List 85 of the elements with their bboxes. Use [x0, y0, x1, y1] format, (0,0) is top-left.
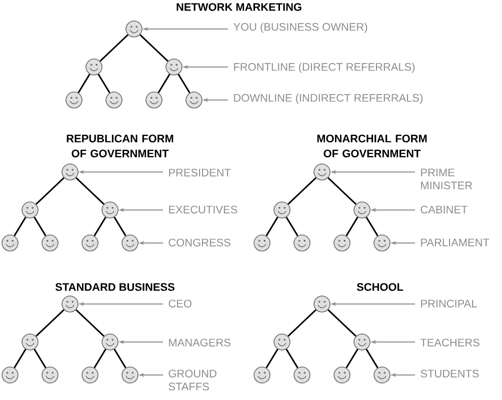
smiley-face [66, 92, 82, 108]
smiley-face [86, 58, 102, 76]
smiley-face [122, 234, 138, 252]
smiley-face [62, 164, 78, 180]
smiley-face [22, 202, 38, 218]
smiley-face [42, 234, 58, 252]
tree-line [76, 309, 104, 337]
smiley-face [374, 366, 390, 384]
level-label: STUDENTS [420, 370, 479, 378]
tree-line [34, 348, 46, 368]
tree-line [100, 34, 128, 62]
tree-line [266, 216, 278, 236]
smiley-face [314, 164, 330, 180]
tree-line [114, 348, 126, 368]
level-label: FRONTLINE (DIRECT REFERRALS) [234, 62, 415, 73]
smiley-face [186, 92, 202, 108]
heading: SCHOOL [356, 283, 404, 291]
tree-line [346, 348, 358, 368]
smiley-face [42, 366, 58, 384]
smiley-face [334, 366, 350, 384]
tree-line [266, 348, 278, 368]
tree-line [36, 177, 64, 205]
level-label: GROUND STAFFS [168, 370, 216, 390]
tree-line [366, 216, 378, 236]
tree-line [14, 216, 26, 236]
smiley-face [334, 234, 350, 252]
smiley-face [254, 234, 270, 252]
smiley-face [106, 92, 122, 108]
smiley-face [2, 234, 18, 252]
tree-line [346, 216, 358, 236]
tree-line [328, 177, 356, 205]
tree-line [158, 74, 170, 94]
smiley-face [82, 234, 98, 252]
smiley-face [82, 366, 98, 384]
smiley-face [294, 366, 310, 384]
level-label: PARLIAMENT [421, 238, 490, 246]
tree-line [76, 177, 104, 205]
smiley-face [166, 58, 182, 76]
tree-line [78, 74, 90, 94]
level-label: MANAGERS [169, 338, 230, 346]
smiley-face [274, 334, 290, 350]
tree-line [140, 34, 168, 62]
smiley-face [254, 366, 270, 384]
tree-line [366, 348, 378, 368]
tree-line [288, 309, 316, 337]
tree-line [98, 74, 110, 94]
level-label: DOWNLINE (INDIRECT REFERRALS) [234, 94, 422, 104]
tree-line [34, 216, 46, 236]
heading: MONARCHIAL FORM OF GOVERNMENT [317, 134, 427, 158]
smiley-face [294, 234, 310, 252]
smiley-face [314, 296, 330, 312]
smiley-face [374, 234, 390, 252]
tree-line [288, 177, 316, 205]
smiley-face [354, 334, 370, 350]
smiley-face [274, 202, 290, 218]
smiley-face [102, 334, 118, 350]
level-label: PRIME MINISTER [421, 168, 472, 190]
level-label: CONGRESS [168, 238, 230, 246]
tree-line [94, 348, 106, 368]
smiley-face [62, 296, 78, 312]
heading: REPUBLICAN FORM OF GOVERNMENT [66, 134, 174, 158]
level-label: CABINET [420, 206, 468, 214]
smiley-face [102, 202, 118, 218]
level-label: PRINCIPAL [421, 300, 477, 308]
smiley-face [354, 202, 370, 218]
level-label: CEO [168, 300, 192, 308]
heading: NETWORK MARKETING [176, 3, 302, 11]
tree-line [36, 309, 64, 337]
tree-line [14, 348, 26, 368]
tree-line [94, 216, 106, 236]
tree-line [286, 348, 298, 368]
heading: STANDARD BUSINESS [55, 283, 174, 291]
level-label: PRESIDENT [169, 168, 231, 176]
tree-line [178, 74, 190, 94]
smiley-face [2, 366, 18, 384]
level-label: EXECUTIVES [169, 206, 238, 214]
level-label: YOU (BUSINESS OWNER) [233, 22, 368, 33]
smiley-face [126, 20, 142, 38]
tree-line [114, 216, 126, 236]
smiley-face [146, 92, 162, 108]
tree-line [328, 309, 356, 337]
level-label: TEACHERS [420, 338, 480, 346]
tree-line [286, 216, 298, 236]
smiley-face [22, 334, 38, 350]
smiley-face [122, 366, 138, 384]
